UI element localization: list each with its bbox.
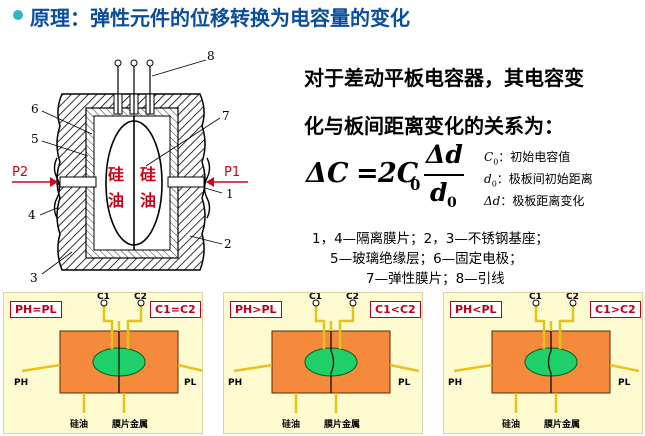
pressure-label-p2: P2 [12, 165, 28, 180]
formula: ΔC = 2C 0 Δd d 0 [306, 140, 471, 216]
formula-numerator: Δd [426, 140, 463, 169]
legend-item: d0：极板间初始距离 [484, 172, 593, 189]
label-oil: 硅油 [502, 418, 520, 430]
panel-diagram: C1 C2 PH PL 硅油 膜片金属 [228, 293, 420, 430]
label-c2: C2 [346, 293, 359, 302]
part-number-1: 1 [226, 187, 234, 201]
label-metal: 膜片金属 [111, 418, 148, 430]
part-number-8: 8 [207, 49, 215, 63]
capacitance-relation-label: C1=C2 [150, 301, 201, 318]
label-oil: 硅油 [70, 418, 88, 430]
formula-coefficient-sub: 0 [410, 176, 421, 194]
label-ph: PH [448, 378, 462, 388]
parts-line-2: 5—玻璃绝缘层；6—固定电极； [330, 251, 523, 267]
label-c1: C1 [309, 293, 322, 302]
formula-lhs: ΔC [306, 158, 349, 189]
legend-item: Δd：极板距离变化 [484, 194, 585, 208]
capacitance-panel-ph-less: C1 C2 PH PL 硅油 膜片金属 PH<PL C1>C2 [443, 292, 643, 434]
fraction-bar [424, 174, 464, 176]
panel-diagram: C1 C2 PH PL 硅油 膜片金属 [14, 293, 202, 430]
part-number-5: 5 [31, 132, 39, 146]
parts-line-3: 7—弹性膜片；8—引线 [366, 271, 505, 287]
oil-label-right-2: 油 [140, 191, 156, 210]
part-number-4: 4 [28, 208, 36, 222]
oil-label-left: 硅 [108, 165, 124, 184]
formula-equals: = [356, 158, 379, 189]
formula-coefficient: 2C [378, 158, 419, 189]
panel-diagram: C1 C2 PH PL 硅油 膜片金属 [448, 293, 640, 430]
part-number-7: 7 [222, 109, 230, 123]
intro-line-1: 对于差动平板电容器，其电容变 [304, 66, 584, 90]
label-metal: 膜片金属 [323, 418, 360, 430]
pressure-relation-label: PH=PL [10, 301, 62, 318]
intro-line-2: 化与板间距离变化的关系为： [304, 114, 564, 138]
pressure-relation-label: PH<PL [450, 301, 502, 318]
label-c2: C2 [566, 293, 579, 302]
sensor-cross-section-diagram: 硅 油 硅 油 P2 P1 8 6 5 7 1 4 2 3 [12, 49, 248, 285]
legend-item: C0：初始电容值 [484, 150, 571, 167]
capacitance-panel-equal: C1 C2 PH PL 硅油 膜片金属 PH=PL C1=C2 [3, 292, 203, 434]
parts-line-1: 1，4—隔离膜片；2，3—不锈钢基座； [312, 231, 549, 247]
oil-label-left-2: 油 [108, 191, 124, 210]
label-c1: C1 [97, 293, 110, 302]
bullet-icon [13, 10, 23, 20]
label-oil: 硅油 [282, 418, 300, 430]
pressure-label-p1: P1 [224, 165, 240, 180]
formula-denominator-sub: 0 [447, 195, 457, 211]
label-pl: PL [618, 378, 631, 388]
part-number-2: 2 [224, 237, 232, 251]
oil-label-right: 硅 [140, 165, 156, 184]
label-ph: PH [14, 378, 28, 388]
page-title: 原理：弹性元件的位移转换为电容量的变化 [30, 6, 410, 30]
part-number-3: 3 [30, 271, 38, 285]
label-ph: PH [228, 378, 242, 388]
label-pl: PL [184, 378, 197, 388]
capacitance-relation-label: C1>C2 [590, 301, 641, 318]
label-pl: PL [398, 378, 411, 388]
capacitance-panel-ph-greater: C1 C2 PH PL 硅油 膜片金属 PH>PL C1<C2 [223, 292, 423, 434]
part-number-6: 6 [31, 102, 39, 116]
formula-legend: C0：初始电容值 d0：极板间初始距离 Δd：极板距离变化 [484, 148, 593, 214]
pressure-relation-label: PH>PL [230, 301, 282, 318]
formula-denominator: d [430, 178, 448, 207]
label-c1: C1 [529, 293, 542, 302]
label-metal: 膜片金属 [543, 418, 580, 430]
label-c2: C2 [134, 293, 147, 302]
capacitance-relation-label: C1<C2 [370, 301, 421, 318]
